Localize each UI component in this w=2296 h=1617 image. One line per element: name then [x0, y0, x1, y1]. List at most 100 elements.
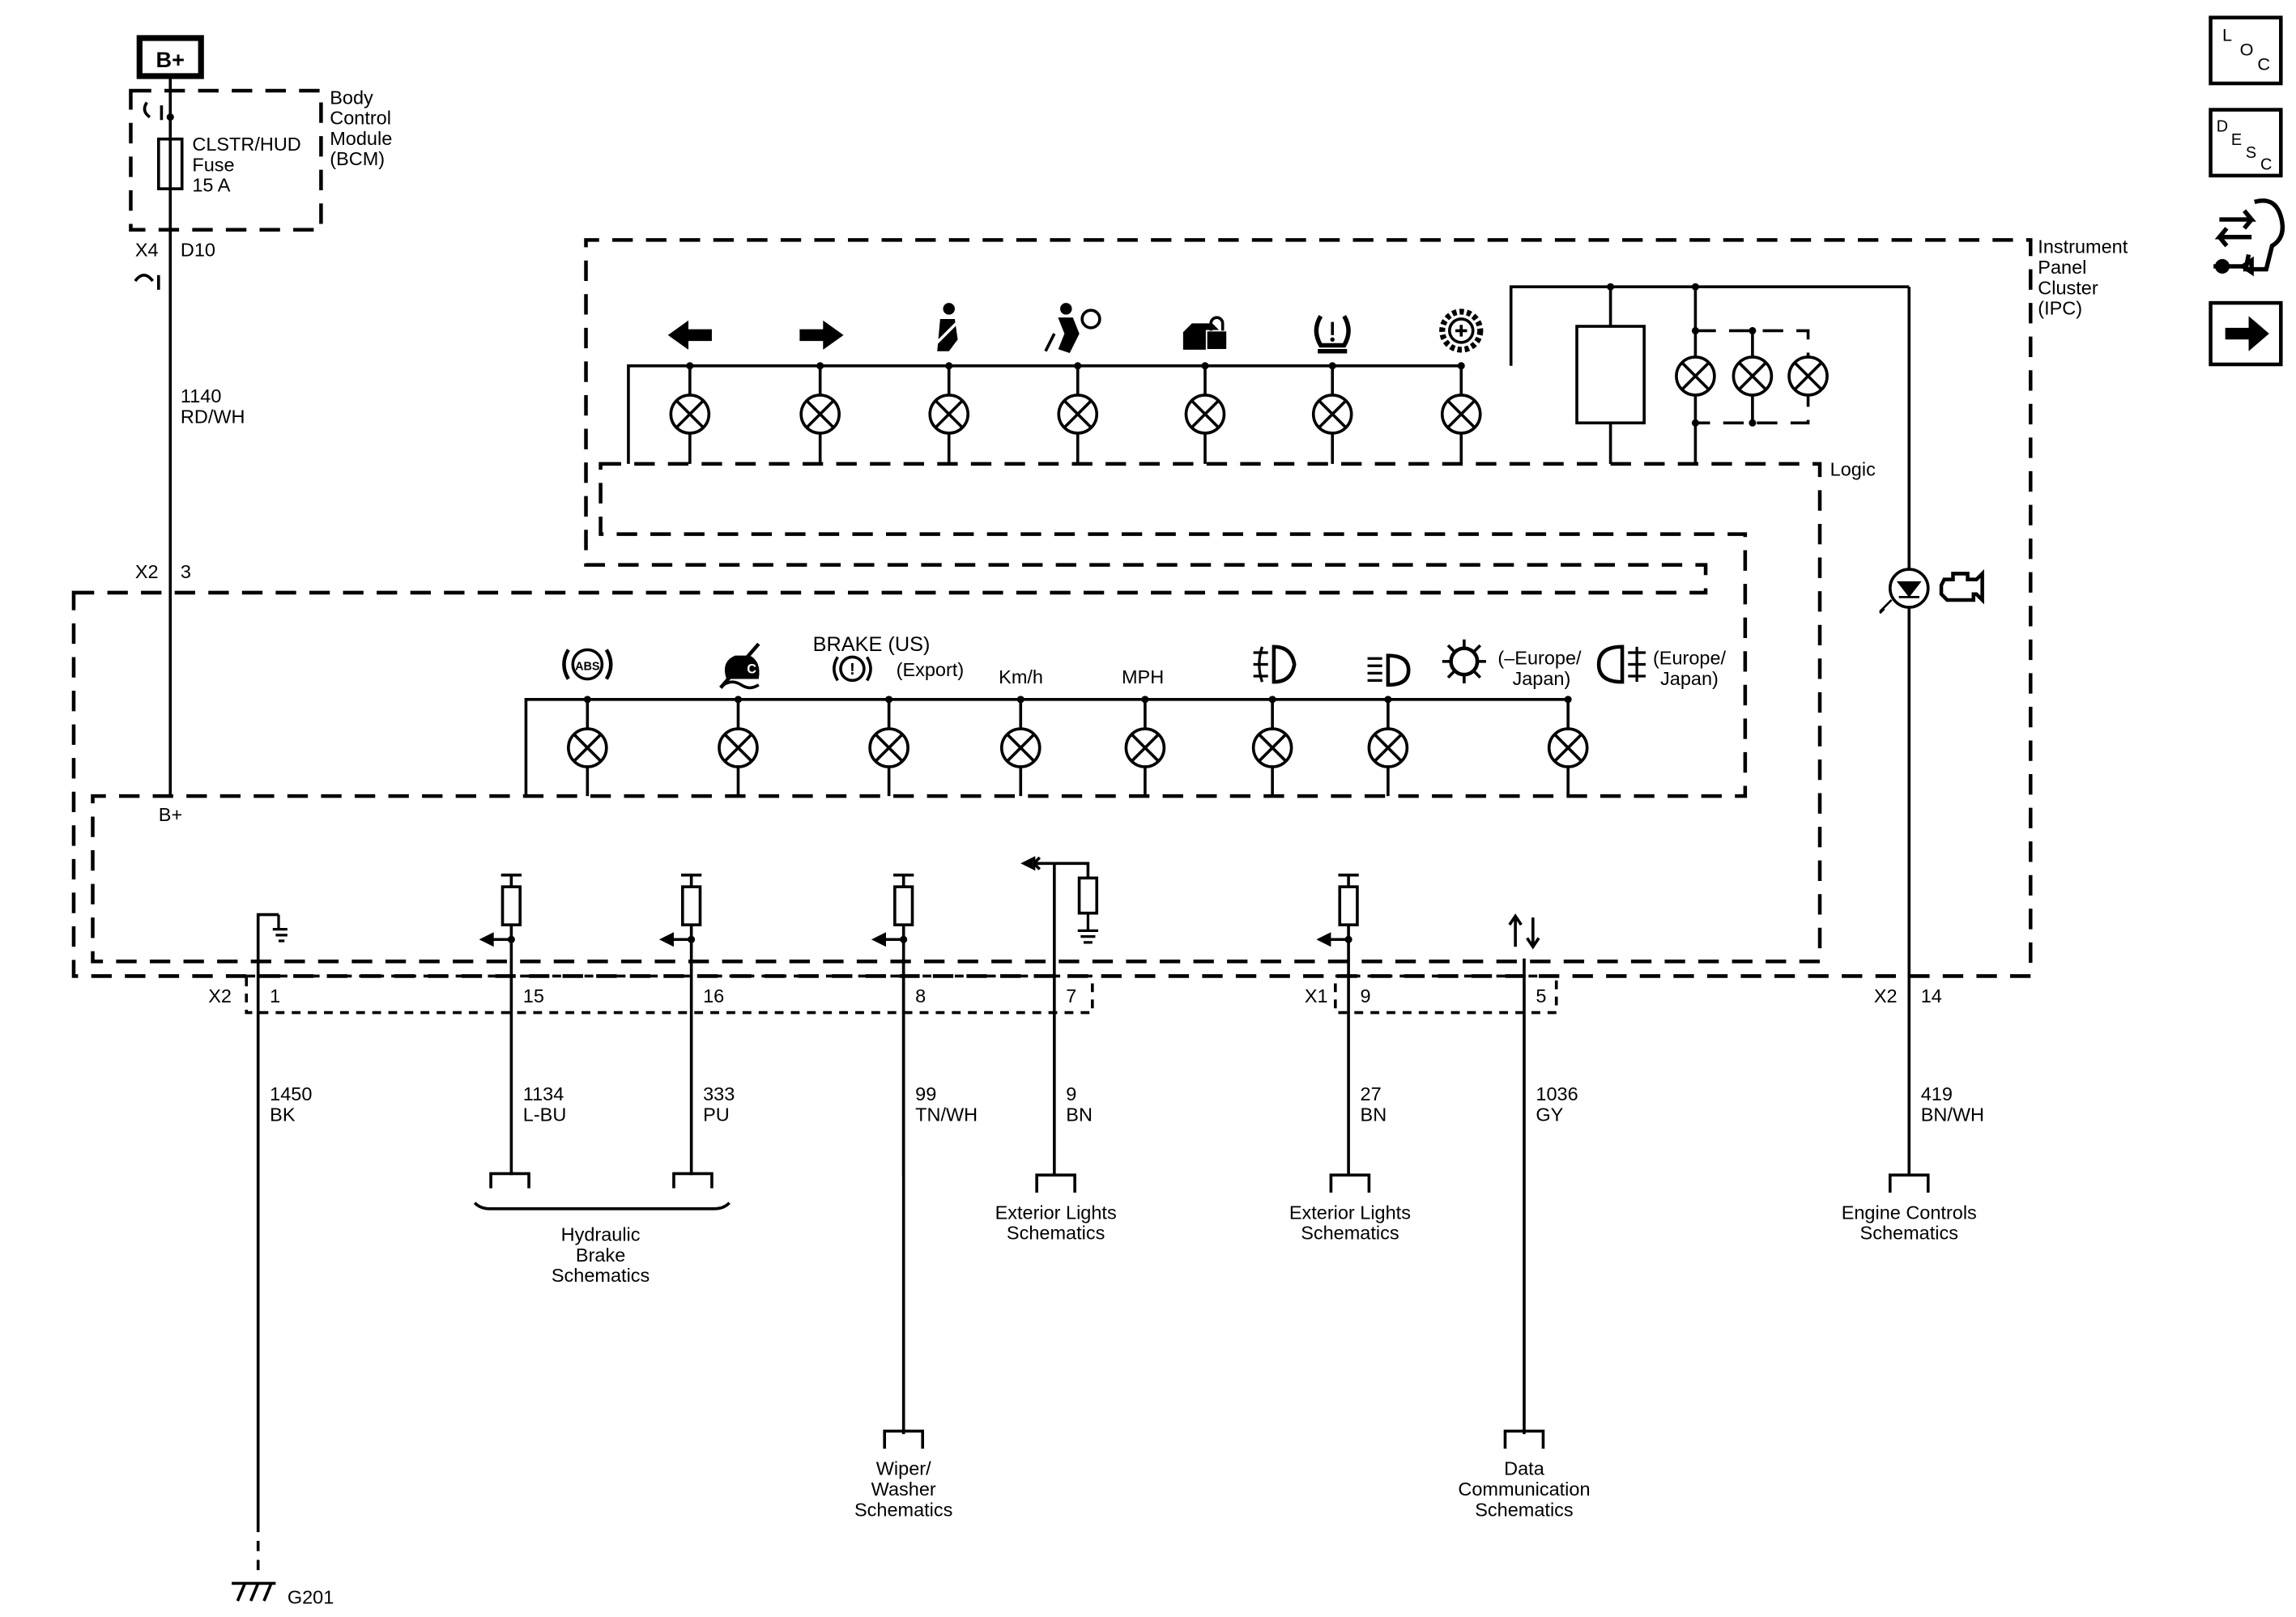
ipc-label-3: Cluster	[2038, 277, 2098, 298]
desc-s: S	[2246, 144, 2256, 162]
engine-lamp-circuit	[1879, 287, 1930, 1176]
tire-pressure-icon	[1314, 314, 1351, 354]
wire-1134-num: 1134	[523, 1083, 564, 1104]
upper-indicator-lamp-2	[799, 362, 841, 464]
wiper-label-3: Schematics	[854, 1499, 952, 1520]
backlight-lamp-3	[1787, 355, 1829, 397]
bcm-box: Body Control Module (BCM) CLSTR/HUD Fuse…	[129, 87, 392, 232]
fog-lamp-icon	[1253, 645, 1297, 684]
brake-warning-icon: !	[833, 655, 872, 683]
svg-text:!: !	[850, 661, 855, 679]
pin-14-label: 14	[1921, 985, 1942, 1006]
connector-break	[134, 273, 160, 290]
svg-text:ABS: ABS	[575, 661, 600, 674]
sun-icon	[1442, 639, 1486, 683]
next-button[interactable]	[2209, 300, 2283, 367]
mph-label: MPH	[1122, 666, 1164, 687]
backlight-lamp-2	[1732, 355, 1774, 397]
pullup-circuit-3	[871, 873, 914, 1176]
ground-internal-circuit	[256, 913, 288, 1010]
exterior-lights-dest-2: Exterior Lights Schematics	[1289, 1173, 1411, 1244]
bcm-label-3: Module	[330, 128, 392, 149]
lower-lamp-row	[567, 696, 1589, 797]
conn-x2-top: X2	[135, 561, 159, 582]
lower-indicator-lamp-1	[567, 696, 608, 797]
bcm-label-1: Body	[330, 87, 373, 108]
hydraulic-label-1: Hydraulic	[561, 1224, 641, 1245]
upper-indicator-lamp-6	[1311, 362, 1353, 464]
engine-label-2: Schematics	[1860, 1223, 1958, 1244]
upper-indicator-lamp-7	[1440, 362, 1482, 464]
upper-indicator-lamp-4	[1057, 362, 1099, 464]
desc-e: E	[2231, 131, 2242, 149]
lower-indicator-lamp-5	[1124, 696, 1166, 797]
ext-lights-2-label-2: Schematics	[1301, 1223, 1399, 1244]
bottom-connectors: X2 X1 X2	[208, 974, 1898, 1015]
bidirectional-arrow-icon	[1508, 913, 1540, 950]
brake-export-label: (Export)	[897, 659, 965, 680]
wire-419-color: BN/WH	[1921, 1104, 1984, 1125]
lower-indicator-lamp-2	[718, 696, 759, 797]
wire-9-color: BN	[1066, 1104, 1093, 1125]
ipc-label-2: Panel	[2038, 257, 2086, 278]
pin-1-label: 1	[270, 985, 280, 1006]
wiper-label-1: Wiper/	[876, 1458, 931, 1479]
wire-419-num: 419	[1921, 1083, 1953, 1104]
desc-d: D	[2217, 118, 2228, 136]
fuse-label-3: 15 A	[192, 175, 230, 196]
engine-controls-dest: Engine Controls Schematics	[1842, 1173, 1977, 1244]
lower-indicator-lamp-6	[1251, 696, 1293, 797]
rear-fog-icon	[1596, 645, 1646, 684]
wiper-label-2: Washer	[871, 1479, 936, 1500]
ext-lights-1-label-1: Exterior Lights	[995, 1202, 1117, 1223]
fuse-label-2: Fuse	[192, 154, 234, 175]
ext-lights-2-label-1: Exterior Lights	[1289, 1202, 1411, 1223]
service-gear-icon	[1439, 309, 1484, 353]
loc-l: L	[2222, 25, 2232, 45]
turn-left-arrow-icon	[667, 320, 712, 350]
loc-button[interactable]: L O C	[2209, 15, 2283, 86]
traction-off-icon: C	[719, 642, 760, 690]
svg-text:C: C	[747, 662, 756, 676]
check-engine-icon	[1939, 568, 1984, 605]
wire-1134-color: L-BU	[523, 1104, 567, 1125]
ground-dest: G201	[232, 1009, 334, 1608]
data-comm-circuit	[1508, 913, 1540, 1435]
wire-333-num: 333	[703, 1083, 735, 1104]
wire-99-num: 99	[915, 1083, 936, 1104]
data-comm-label-2: Communication	[1458, 1479, 1590, 1500]
backlight-lamp-1	[1675, 355, 1716, 397]
logic-box: Logic B+	[91, 458, 1876, 964]
ground-icon	[232, 1581, 276, 1602]
ipc-outer-box: Instrument Panel Cluster (IPC)	[71, 236, 2128, 978]
desc-button[interactable]: D E S C	[2209, 108, 2283, 178]
b-plus-label: B+	[156, 47, 185, 72]
wire-27-num: 27	[1361, 1083, 1382, 1104]
ext-lights-1-label-2: Schematics	[1007, 1223, 1105, 1244]
ground-label: G201	[288, 1587, 334, 1608]
wire-1036-num: 1036	[1536, 1083, 1578, 1104]
conn-x2-left: X2	[208, 985, 232, 1006]
chassis-ground-icon	[272, 914, 288, 943]
lower-lamp-bus	[524, 698, 1569, 797]
bcm-label-2: Control	[330, 108, 391, 129]
upper-lamp-bus	[627, 364, 1462, 464]
upper-lamp-row	[669, 362, 1482, 464]
wiring-harness-button[interactable]	[2213, 198, 2285, 277]
ipc-label-4: (IPC)	[2038, 298, 2082, 319]
hydraulic-label-3: Schematics	[552, 1265, 650, 1286]
bcm-label-4: (BCM)	[330, 148, 385, 169]
wire-1140-num: 1140	[181, 385, 222, 406]
wire-9-num: 9	[1066, 1083, 1076, 1104]
ipc-label-1: Instrument	[2038, 236, 2128, 257]
pin-d10: D10	[181, 239, 215, 260]
pin-5-label: 5	[1536, 985, 1546, 1006]
upper-indicator-lamp-1	[669, 362, 711, 464]
b-plus-internal: B+	[159, 804, 182, 825]
loc-o: O	[2240, 40, 2254, 60]
upper-indicator-lamp-3	[928, 362, 970, 464]
lower-indicator-lamp-8	[1547, 696, 1589, 797]
pin-16-label: 16	[703, 985, 724, 1006]
wire-27-color: BN	[1361, 1104, 1387, 1125]
pin-wires: 11450BK151134L-BU16333PU899TN/WH79BN927B…	[270, 985, 1984, 1125]
